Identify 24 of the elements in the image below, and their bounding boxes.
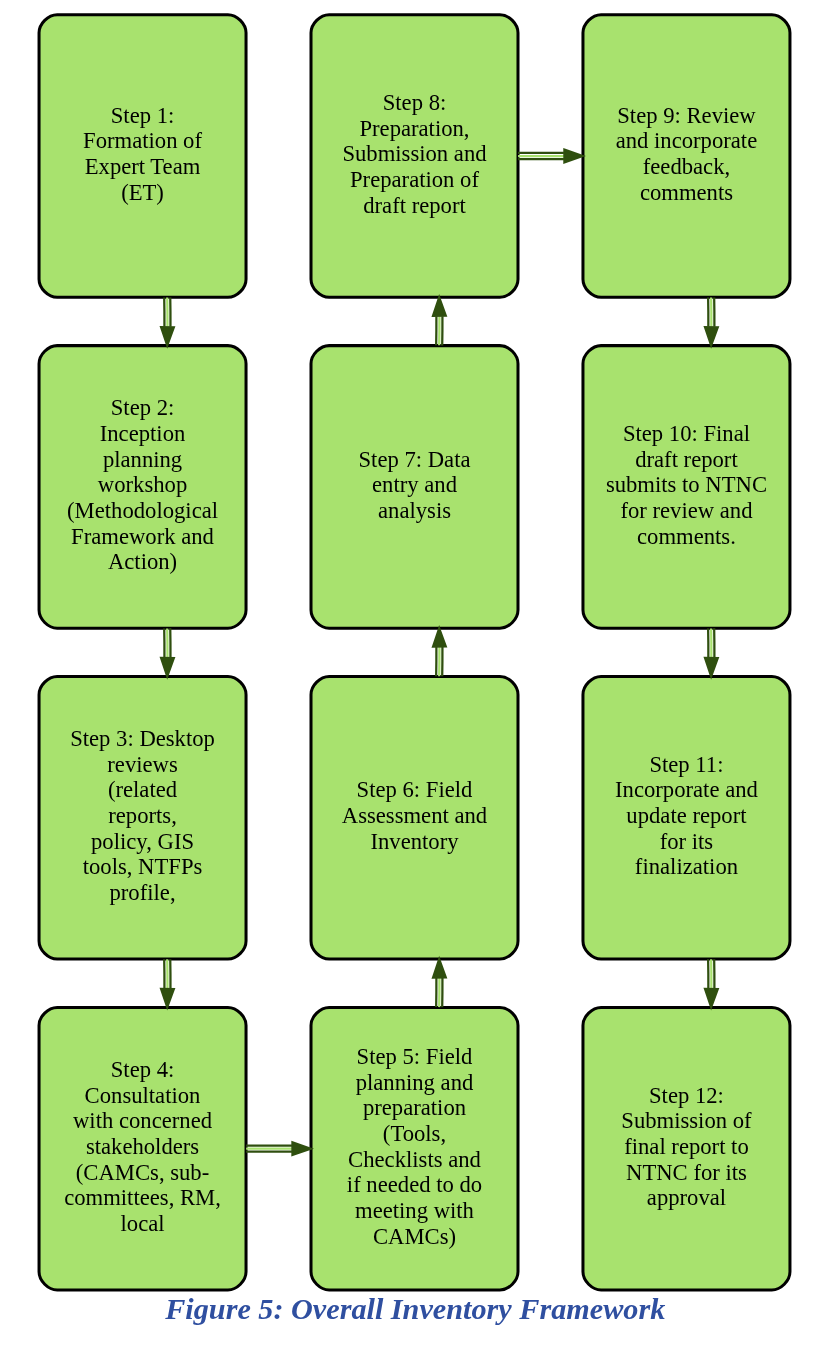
arrow bbox=[702, 628, 719, 680]
node-box: Step 9: Review and incorporate feedback, comments bbox=[580, 13, 791, 299]
arrow bbox=[702, 959, 719, 1011]
caption: Figure 5: Overall Inventory Framework bbox=[164, 1291, 665, 1326]
arrow bbox=[431, 294, 447, 346]
node-box: Step 6: Field Assessment and Inventory bbox=[309, 675, 519, 961]
arrow bbox=[431, 955, 447, 1008]
arrow bbox=[517, 148, 586, 164]
node-box: Step 4: Consultation with concerned stakeholders (CAMCs, sub-committees, RM, local bbox=[37, 1005, 248, 1292]
node-box: Step 12: Submission of final report to NTNC for its approval bbox=[580, 1005, 791, 1292]
node-box: Step 10: Final draft report submits to NTNC for review and comments. bbox=[580, 344, 791, 630]
arrow bbox=[431, 624, 447, 677]
arrow bbox=[159, 297, 175, 349]
node-box: Step 11: Incorporate and update report for its finalization bbox=[580, 675, 791, 961]
node-box: Step 5: Field planning and preparation (Tools, Checklists and if needed to do meeting with CAMCs) bbox=[309, 1005, 519, 1292]
node-box: Step 8: Preparation, Submission and Preparation of draft report bbox=[309, 13, 519, 299]
arrow bbox=[702, 297, 719, 349]
node-box: Step 2: Inception planning workshop (Methodological Framework and Action) bbox=[37, 344, 248, 630]
node-box: Step 7: Data entry and analysis bbox=[309, 344, 519, 630]
arrow bbox=[245, 1140, 314, 1157]
node-box: Step 1: Formation of Expert Team (ET) bbox=[37, 13, 248, 299]
arrow bbox=[159, 628, 175, 680]
arrow bbox=[159, 959, 175, 1011]
node-box: Step 3: Desktop reviews (related reports, policy, GIS tools, NTFPs profile, bbox=[37, 675, 248, 961]
